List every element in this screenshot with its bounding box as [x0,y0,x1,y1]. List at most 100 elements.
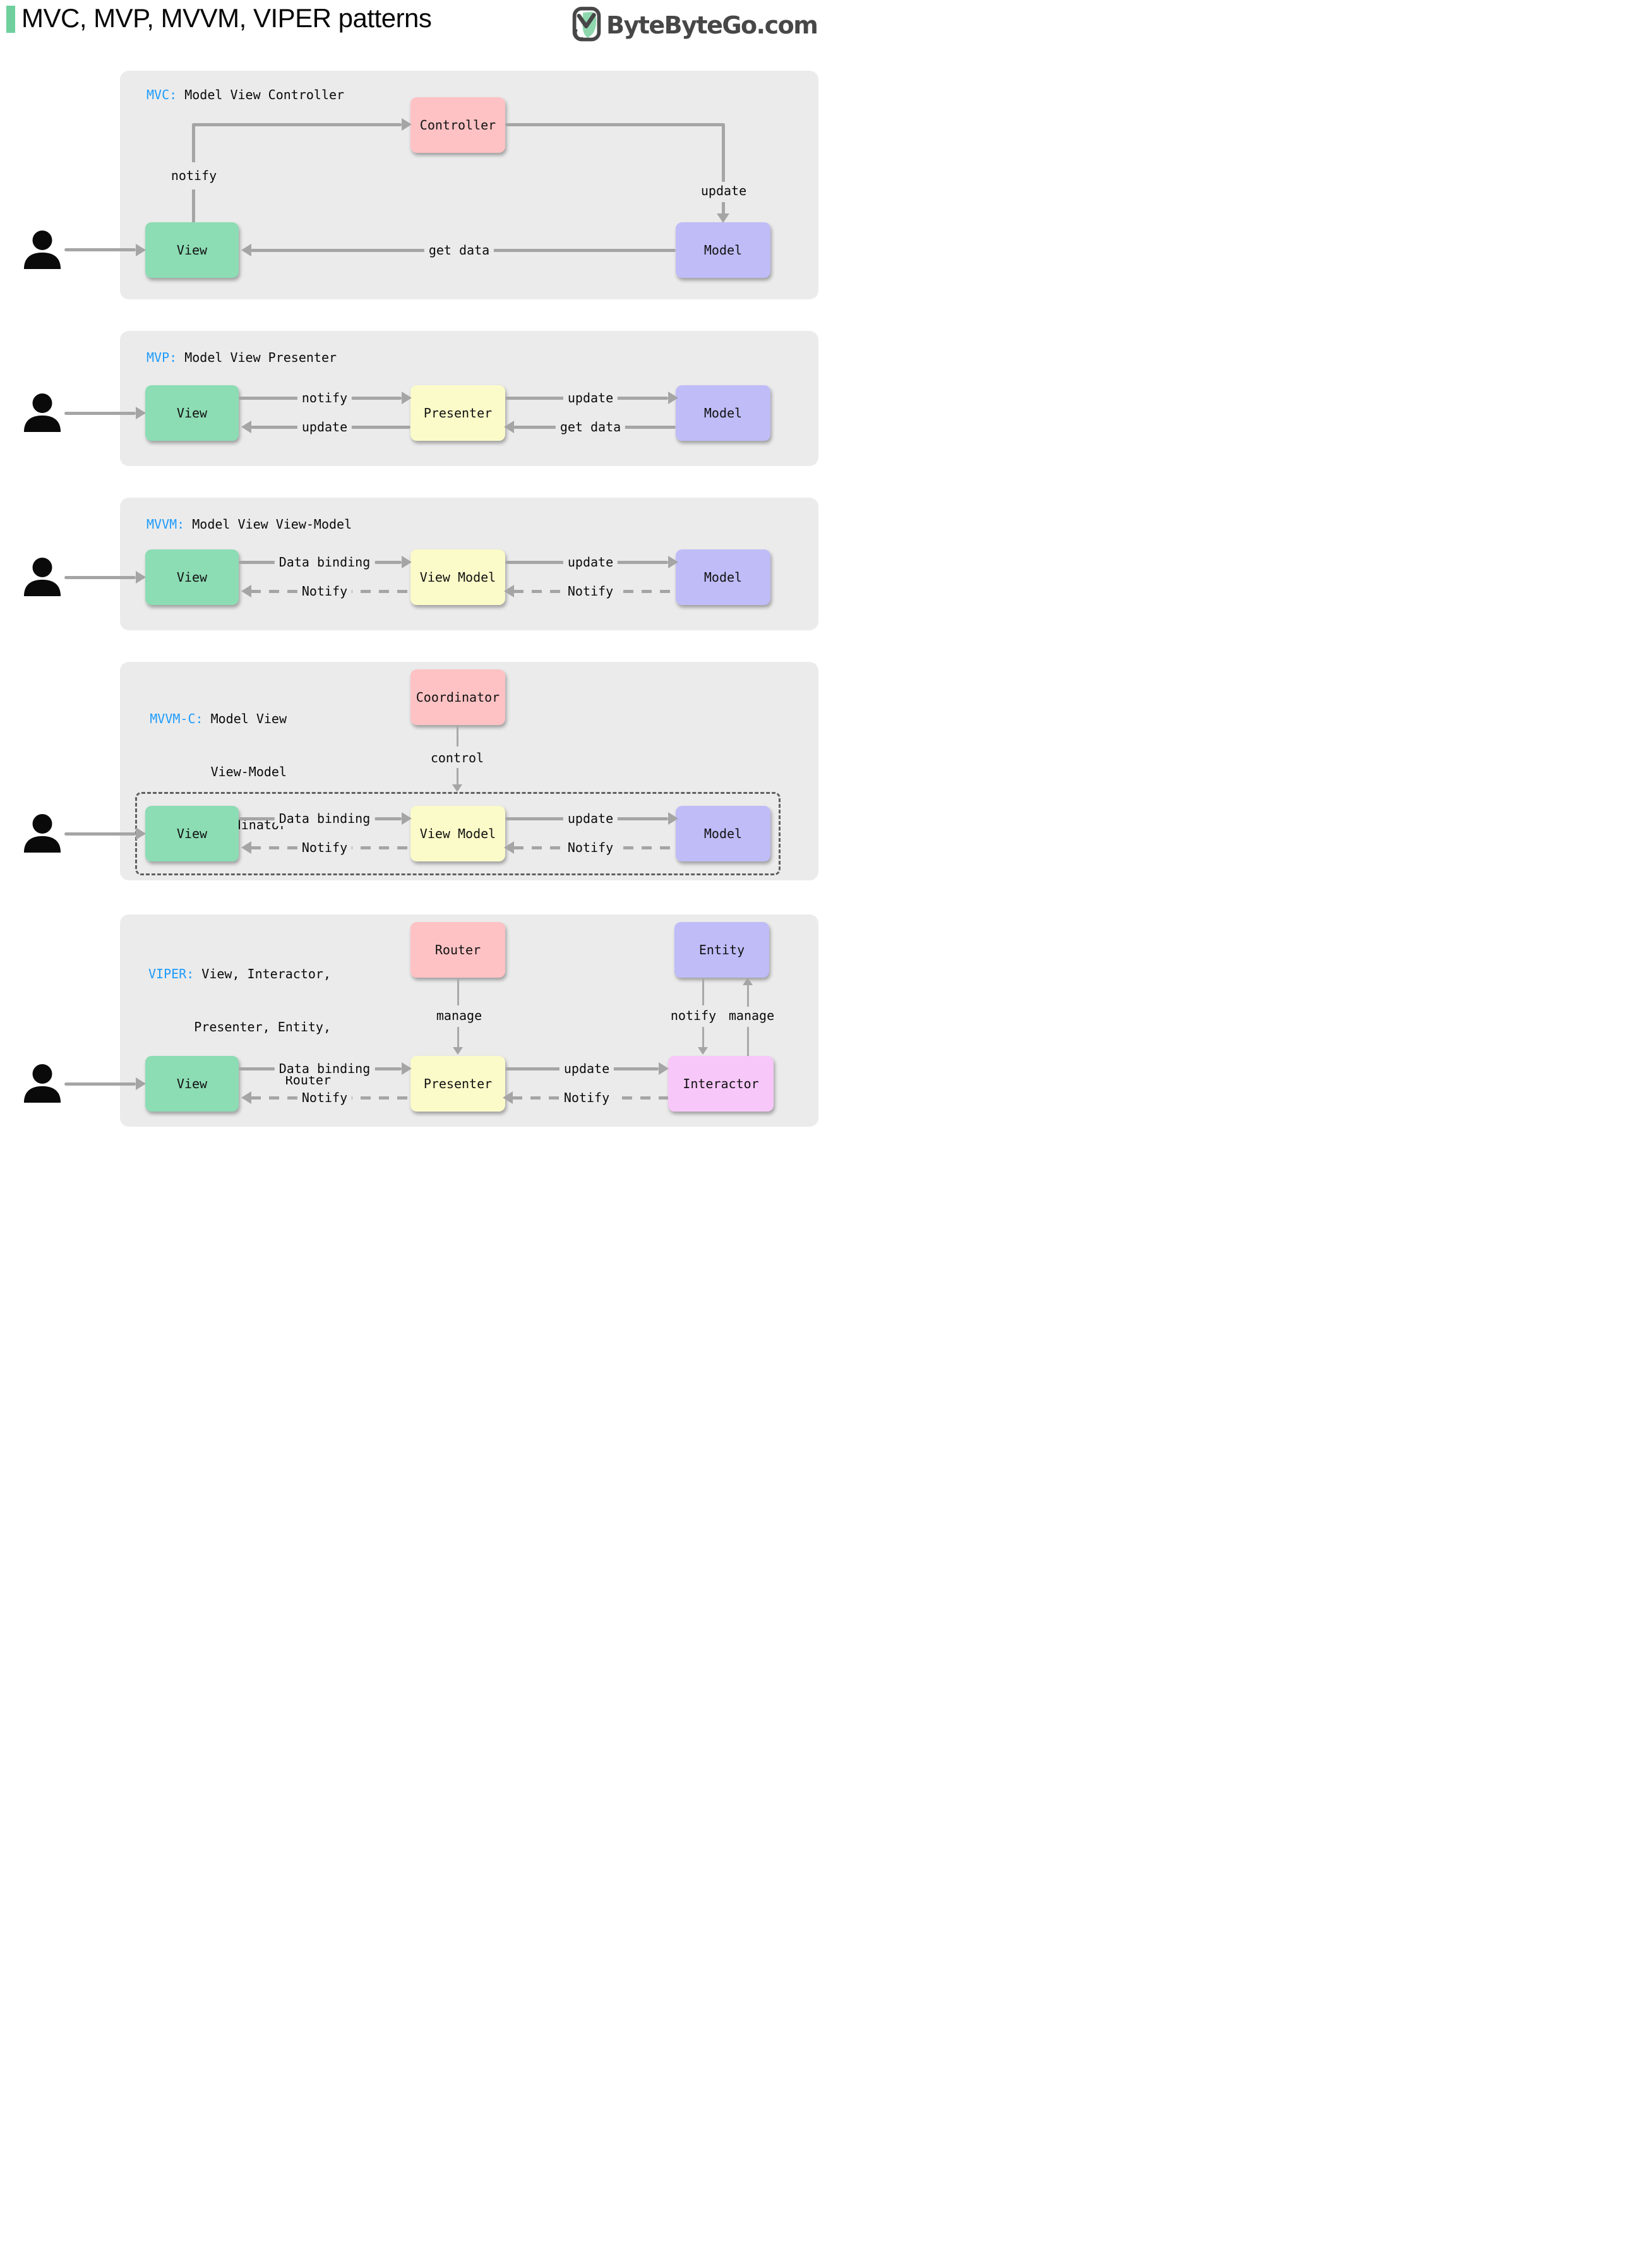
node-model: Model [676,549,770,605]
view-to-controller-line [192,123,402,126]
update-line-upper [722,124,725,182]
edge-label-notify: Notify [563,584,618,599]
arrowhead-right [402,1062,412,1075]
edge-label-data-binding: Data binding [274,555,375,570]
arrowhead-left [241,244,251,256]
arrowhead-right [136,827,146,840]
pattern-abbr: VIPER: [148,966,195,981]
node-view: View [145,222,239,278]
node-router: Router [410,922,505,978]
arrowhead-down [452,784,462,792]
edge-label-manage: manage [431,1008,487,1023]
edge-label-get-data: get data [424,243,494,258]
arrowhead-left [241,421,251,433]
edge-label-data-binding: Data binding [274,811,375,826]
notify-line-upper [702,978,704,1005]
person-icon [23,557,62,599]
arrowhead-right [668,392,678,404]
edge-label-notify: Notify [563,840,618,855]
page-title: MVC, MVP, MVVM, VIPER patterns [21,3,432,33]
infographic-page: MVC, MVP, MVVM, VIPER patterns ByteByteG… [0,0,826,1133]
pattern-name: View, Interactor, [194,966,331,981]
pattern-title-line2: Presenter, Entity, [194,1019,331,1034]
node-view: View [145,1056,239,1112]
pattern-abbr: MVC: [147,87,177,102]
edge-label-update: update [563,390,618,405]
notify-line-lower [702,1027,704,1047]
edge-label-control: control [426,750,489,765]
edge-label-update: update [559,1061,614,1076]
person-icon [23,393,62,435]
arrowhead-left [241,585,251,597]
user-to-view-line [64,412,136,415]
person-icon [23,230,62,272]
notify-line-lower [192,189,195,222]
pattern-title-line1: MVVM-C: Model View [147,710,287,728]
pattern-title-line2: View-Model [210,764,287,779]
arrowhead-right [136,407,146,419]
edge-label-notify: Notify [297,1090,352,1105]
edge-label-notify: Notify [297,584,352,599]
user-to-view-line [64,832,136,836]
pattern-name: Model View [203,711,287,726]
logo-text: ByteByteGo.com [606,11,818,39]
update-line-lower [722,202,725,215]
node-view: View [145,806,239,861]
person-icon [23,813,62,855]
arrowhead-left [503,1091,513,1104]
pattern-abbr: MVP: [147,350,177,365]
arrowhead-left [241,841,251,854]
arrowhead-right [136,571,146,584]
edge-label-notify: notify [166,168,222,183]
edge-label-get-data: get data [555,419,626,435]
notify-line-upper [192,124,195,162]
edge-label-notify: Notify [297,840,352,855]
control-line-lower [457,768,458,784]
edge-label-data-binding: Data binding [274,1061,375,1076]
manage-up-line-lower [747,1027,749,1056]
panel-title-mvp: MVP: Model View Presenter [147,349,337,366]
manage-line-lower [457,1027,459,1047]
node-model: Model [676,385,770,441]
arrowhead-right [136,244,146,256]
node-view-model: View Model [410,806,505,861]
arrowhead-down [698,1047,708,1055]
arrowhead-right [402,392,412,404]
arrowhead-down [453,1047,463,1055]
node-controller: Controller [410,97,505,153]
arrowhead-right [402,812,412,825]
arrowhead-left [241,1091,251,1104]
arrowhead-up [743,978,753,985]
manage-line-upper [457,978,459,1005]
arrowhead-left [504,585,514,597]
arrowhead-right [668,556,678,568]
node-view: View [145,549,239,605]
pattern-abbr: MVVM: [147,517,185,532]
arrowhead-left [504,841,514,854]
edge-label-update: update [563,555,618,570]
panel-title-viper: VIPER: View, Interactor, Presenter, Enti… [147,930,331,1124]
controller-to-model-line [505,123,725,126]
arrowhead-right [402,118,412,131]
panel-title-mvc: MVC: Model View Controller [147,86,344,104]
user-to-view-line [64,1082,136,1086]
node-model: Model [676,806,770,861]
node-view-model: View Model [410,549,505,605]
bytebytego-bird-icon [572,5,601,45]
edge-label-update: update [696,183,751,198]
node-view: View [145,385,239,441]
arrowhead-right [668,812,678,825]
node-presenter: Presenter [410,1056,505,1112]
title-accent-bar [6,6,15,33]
node-model: Model [676,222,770,278]
node-coordinator: Coordinator [410,669,505,725]
pattern-name: Model View Controller [177,87,345,102]
node-interactor: Interactor [668,1056,774,1112]
node-entity: Entity [674,922,769,978]
edge-label-notify: notify [666,1008,721,1023]
edge-label-manage: manage [724,1008,779,1023]
edge-label-notify: notify [297,390,352,405]
pattern-abbr: MVVM-C: [150,711,203,726]
user-to-view-line [64,576,136,579]
arrowhead-right [659,1062,669,1075]
